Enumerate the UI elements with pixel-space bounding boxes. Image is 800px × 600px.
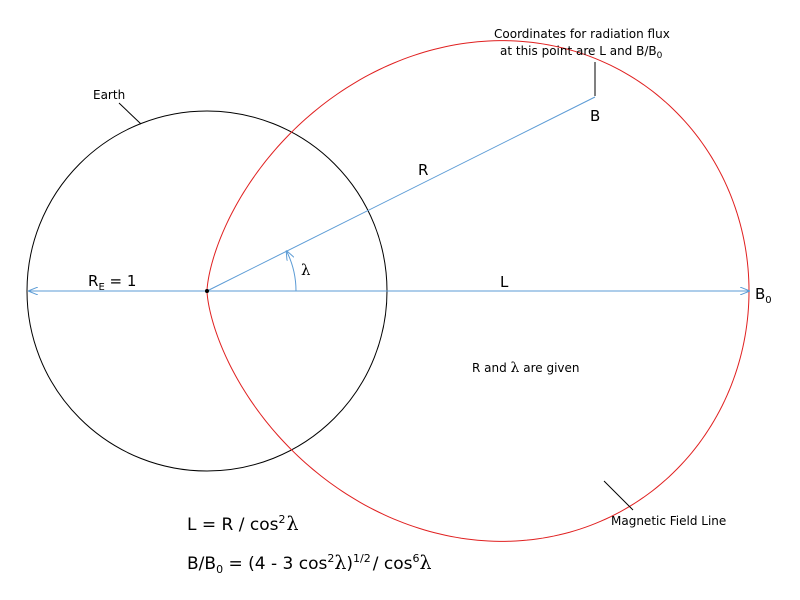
earth-radius-label: RE = 1 [88,272,136,293]
field-line-leader-line [603,480,634,511]
lambda-angle-arc [287,251,297,292]
coordinates-note-line2: at this point are L and B/B0 [500,44,663,61]
lambda-label: λ [301,261,311,279]
coordinates-note-subscript: 0 [657,51,663,61]
earth-center-dot [205,289,209,293]
given-note: R and λ are given [472,360,580,376]
earth-radius-subscript: E [98,282,104,293]
l-shell-label: L [500,273,509,291]
coordinates-note-line1: Coordinates for radiation flux [494,27,670,41]
b0-subscript: 0 [765,295,771,306]
magnetic-field-line-label: Magnetic Field Line [611,514,726,528]
radius-r-label: R [418,161,428,179]
formula-l: L = R / cos2λ [187,513,299,535]
radius-vector-r [206,96,596,292]
point-b-label: B [590,107,600,125]
formula-b-ratio: B/B0 = (4 - 3 cos2λ)1/2/ cos6λ [187,552,432,576]
b0-label: B0 [755,285,772,306]
earth-leader-line [118,102,142,125]
earth-label: Earth [93,88,125,102]
